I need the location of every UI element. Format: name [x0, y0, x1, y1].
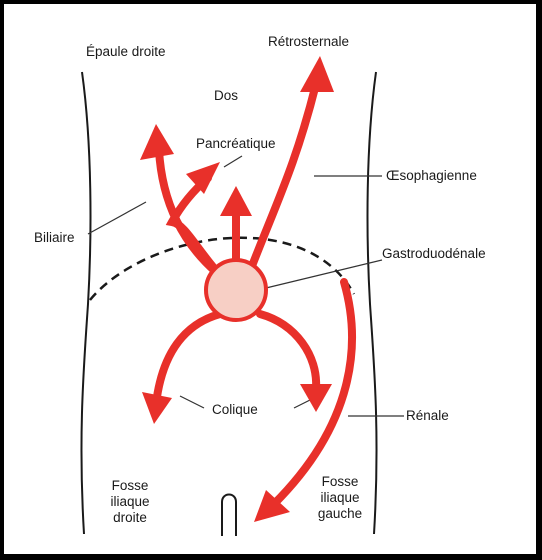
- arrowhead-biliaire: [140, 124, 174, 160]
- arrowhead-colique-right: [300, 384, 332, 412]
- body-outline-left: [81, 72, 90, 534]
- leader-line-biliaire: [88, 202, 146, 234]
- arrow-pancreatique: [172, 178, 214, 268]
- leader-line-colique-right: [294, 400, 310, 408]
- arrowhead-dos: [220, 186, 252, 216]
- leader-line-gastroduodenale: [266, 260, 382, 288]
- arrow-colique-left: [156, 314, 220, 404]
- label-epaule-droite: Épaule droite: [86, 44, 166, 60]
- diagram-canvas: Épaule droite Rétrosternale Dos Pancréat…: [4, 4, 536, 554]
- label-dos: Dos: [214, 88, 238, 104]
- label-gastroduodenale: Gastroduodénale: [382, 246, 486, 262]
- arrow-colique-right: [260, 314, 316, 388]
- leader-line-colique-left: [180, 396, 204, 408]
- label-retrosternale: Rétrosternale: [268, 34, 349, 50]
- arrow-retrosternale: [252, 84, 316, 266]
- label-colique: Colique: [212, 402, 258, 418]
- gastroduodenal-source-circle: [206, 260, 266, 320]
- arrowhead-colique-left: [142, 392, 172, 424]
- pain-irradiation-diagram: [4, 4, 536, 554]
- label-fosse-iliaque-gauche: Fosse iliaque gauche: [310, 474, 370, 522]
- label-renale: Rénale: [406, 408, 449, 424]
- label-pancreatique: Pancréatique: [196, 136, 276, 152]
- label-oesophagienne: Œsophagienne: [386, 168, 477, 184]
- arrowhead-retrosternale: [300, 56, 334, 92]
- body-outline-right: [368, 72, 377, 534]
- leader-line-pancreatique: [224, 156, 242, 167]
- pelvic-outline: [222, 495, 236, 537]
- label-biliaire: Biliaire: [34, 230, 75, 246]
- label-fosse-iliaque-droite: Fosse iliaque droite: [100, 478, 160, 526]
